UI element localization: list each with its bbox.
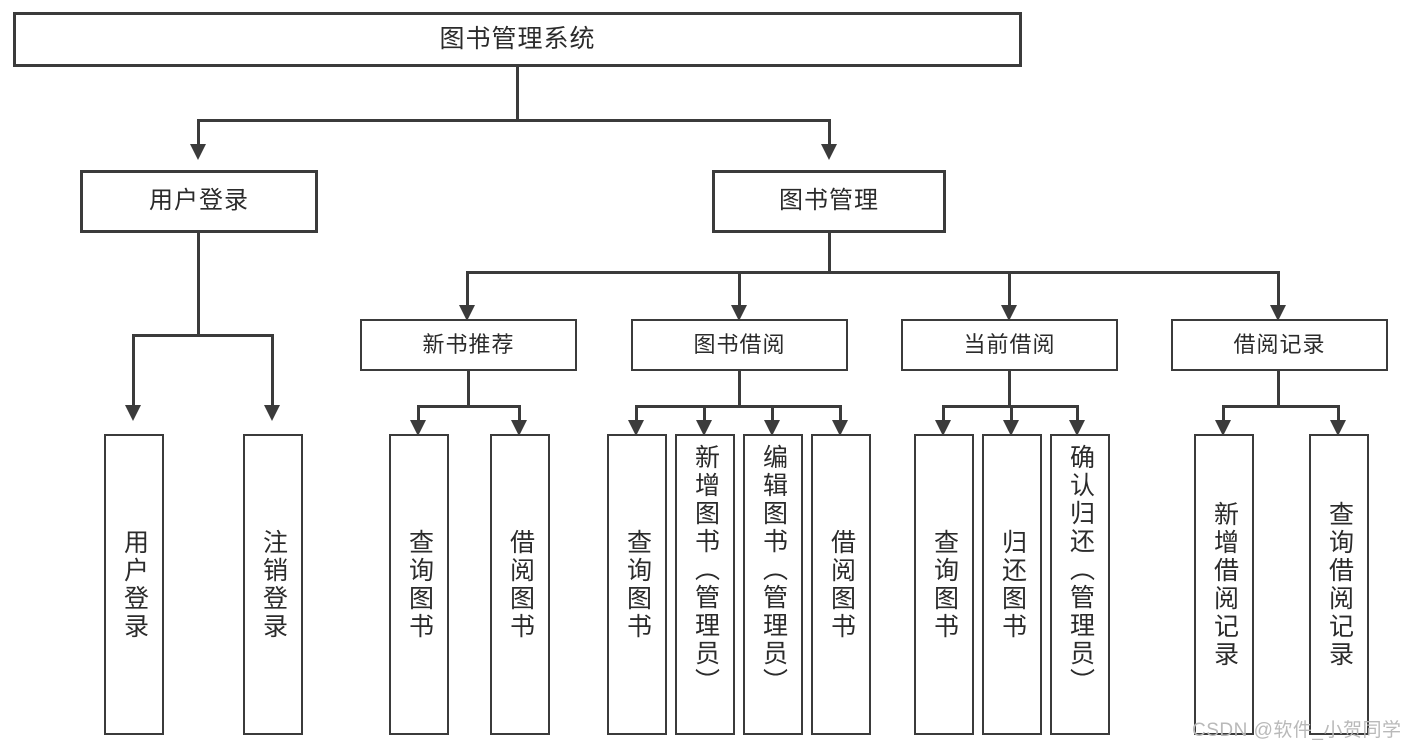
- connector-root-bar: [197, 119, 831, 122]
- connector-user-login-stem: [197, 233, 200, 335]
- leaf-label: 查询图书: [405, 528, 434, 641]
- node-label: 借阅记录: [1233, 331, 1326, 357]
- leaf-current-borrow-0[interactable]: 查询图书: [914, 434, 974, 735]
- arrow-cb-to-leaf-1: [1003, 420, 1019, 436]
- arrow-root-to-book-management: [821, 144, 837, 160]
- leaf-user-login-0[interactable]: 用户登录: [104, 434, 164, 735]
- connector-nb-to-leaf-1: [518, 405, 521, 423]
- leaf-new-book-0[interactable]: 查询图书: [389, 434, 449, 735]
- arrow-root-to-user-login: [190, 144, 206, 160]
- connector-bb-to-leaf-0: [635, 405, 638, 423]
- arrow-bb-to-leaf-2: [764, 420, 780, 436]
- connector-book-borrow-stem: [738, 371, 741, 407]
- connector-bm-to-new-book: [466, 271, 469, 308]
- leaf-current-borrow-1[interactable]: 归还图书: [982, 434, 1042, 735]
- arrow-br-to-leaf-1: [1330, 420, 1346, 436]
- leaf-label: 归还图书: [998, 528, 1027, 641]
- connector-borrow-record-stem: [1277, 371, 1280, 407]
- leaf-label: 编辑图书（管理员）: [759, 444, 788, 696]
- arrow-bm-to-current-borrow: [1001, 305, 1017, 321]
- arrow-cb-to-leaf-0: [935, 420, 951, 436]
- leaf-book-borrow-1[interactable]: 新增图书（管理员）: [675, 434, 735, 735]
- connector-cb-to-leaf-1: [1010, 405, 1013, 423]
- arrow-bm-to-borrow-record: [1270, 305, 1286, 321]
- leaf-borrow-record-1[interactable]: 查询借阅记录: [1309, 434, 1369, 735]
- node-label: 用户登录: [149, 187, 249, 215]
- connector-bm-to-current-borrow: [1008, 271, 1011, 308]
- connector-bb-to-leaf-2: [771, 405, 774, 423]
- arrow-bb-to-leaf-3: [832, 420, 848, 436]
- connector-bm-to-book-borrow: [738, 271, 741, 308]
- connector-borrow-record-bar: [1222, 405, 1340, 408]
- connector-user-login-bar: [132, 334, 273, 337]
- leaf-label: 用户登录: [120, 528, 149, 641]
- connector-book-management-bar: [466, 271, 1280, 274]
- node-user-login[interactable]: 用户登录: [80, 170, 318, 233]
- leaf-user-login-1[interactable]: 注销登录: [243, 434, 303, 735]
- arrow-bm-to-book-borrow: [731, 305, 747, 321]
- leaf-label: 确认归还（管理员）: [1066, 444, 1095, 696]
- arrow-nb-to-leaf-0: [410, 420, 426, 436]
- connector-bb-to-leaf-1: [703, 405, 706, 423]
- connector-root-to-book-management: [828, 119, 831, 146]
- arrow-bb-to-leaf-1: [696, 420, 712, 436]
- connector-user-login-to-leaf-1: [271, 334, 274, 407]
- leaf-label: 注销登录: [259, 528, 288, 641]
- node-label: 图书管理: [779, 187, 879, 215]
- connector-cb-to-leaf-2: [1076, 405, 1079, 423]
- connector-new-book-stem: [467, 371, 470, 407]
- leaf-label: 查询图书: [930, 528, 959, 641]
- connector-br-to-leaf-1: [1337, 405, 1340, 423]
- leaf-current-borrow-2[interactable]: 确认归还（管理员）: [1050, 434, 1110, 735]
- node-borrow-record[interactable]: 借阅记录: [1171, 319, 1388, 371]
- arrow-br-to-leaf-0: [1215, 420, 1231, 436]
- leaf-label: 查询借阅记录: [1325, 500, 1354, 669]
- connector-current-borrow-stem: [1008, 371, 1011, 407]
- leaf-label: 借阅图书: [827, 528, 856, 641]
- connector-br-to-leaf-0: [1222, 405, 1225, 423]
- leaf-book-borrow-2[interactable]: 编辑图书（管理员）: [743, 434, 803, 735]
- arrow-user-login-to-leaf-1: [264, 405, 280, 421]
- connector-cb-to-leaf-0: [942, 405, 945, 423]
- leaf-label: 借阅图书: [506, 528, 535, 641]
- leaf-borrow-record-0[interactable]: 新增借阅记录: [1194, 434, 1254, 735]
- connector-book-borrow-bar: [635, 405, 842, 408]
- arrow-nb-to-leaf-1: [511, 420, 527, 436]
- node-label: 图书借阅: [693, 331, 786, 357]
- arrow-user-login-to-leaf-0: [125, 405, 141, 421]
- node-book-management[interactable]: 图书管理: [712, 170, 946, 233]
- node-current-borrow[interactable]: 当前借阅: [901, 319, 1118, 371]
- leaf-label: 新增图书（管理员）: [691, 444, 720, 696]
- arrow-bb-to-leaf-0: [628, 420, 644, 436]
- connector-root-stem: [516, 67, 519, 120]
- connector-bm-to-borrow-record: [1277, 271, 1280, 308]
- leaf-label: 查询图书: [623, 528, 652, 641]
- node-label: 图书管理系统: [439, 24, 596, 53]
- connector-new-book-bar: [417, 405, 521, 408]
- connector-nb-to-leaf-0: [417, 405, 420, 423]
- connector-user-login-to-leaf-0: [132, 334, 135, 407]
- node-label: 新书推荐: [422, 331, 515, 357]
- node-book-borrow[interactable]: 图书借阅: [631, 319, 848, 371]
- connector-root-to-user-login: [197, 119, 200, 146]
- connector-bb-to-leaf-3: [839, 405, 842, 423]
- leaf-new-book-1[interactable]: 借阅图书: [490, 434, 550, 735]
- leaf-book-borrow-3[interactable]: 借阅图书: [811, 434, 871, 735]
- node-new-book-recommend[interactable]: 新书推荐: [360, 319, 577, 371]
- arrow-cb-to-leaf-2: [1069, 420, 1085, 436]
- node-label: 当前借阅: [963, 331, 1056, 357]
- node-root-book-management-system[interactable]: 图书管理系统: [13, 12, 1022, 67]
- leaf-label: 新增借阅记录: [1210, 500, 1239, 669]
- connector-book-management-stem: [828, 233, 831, 273]
- leaf-book-borrow-0[interactable]: 查询图书: [607, 434, 667, 735]
- arrow-bm-to-new-book: [459, 305, 475, 321]
